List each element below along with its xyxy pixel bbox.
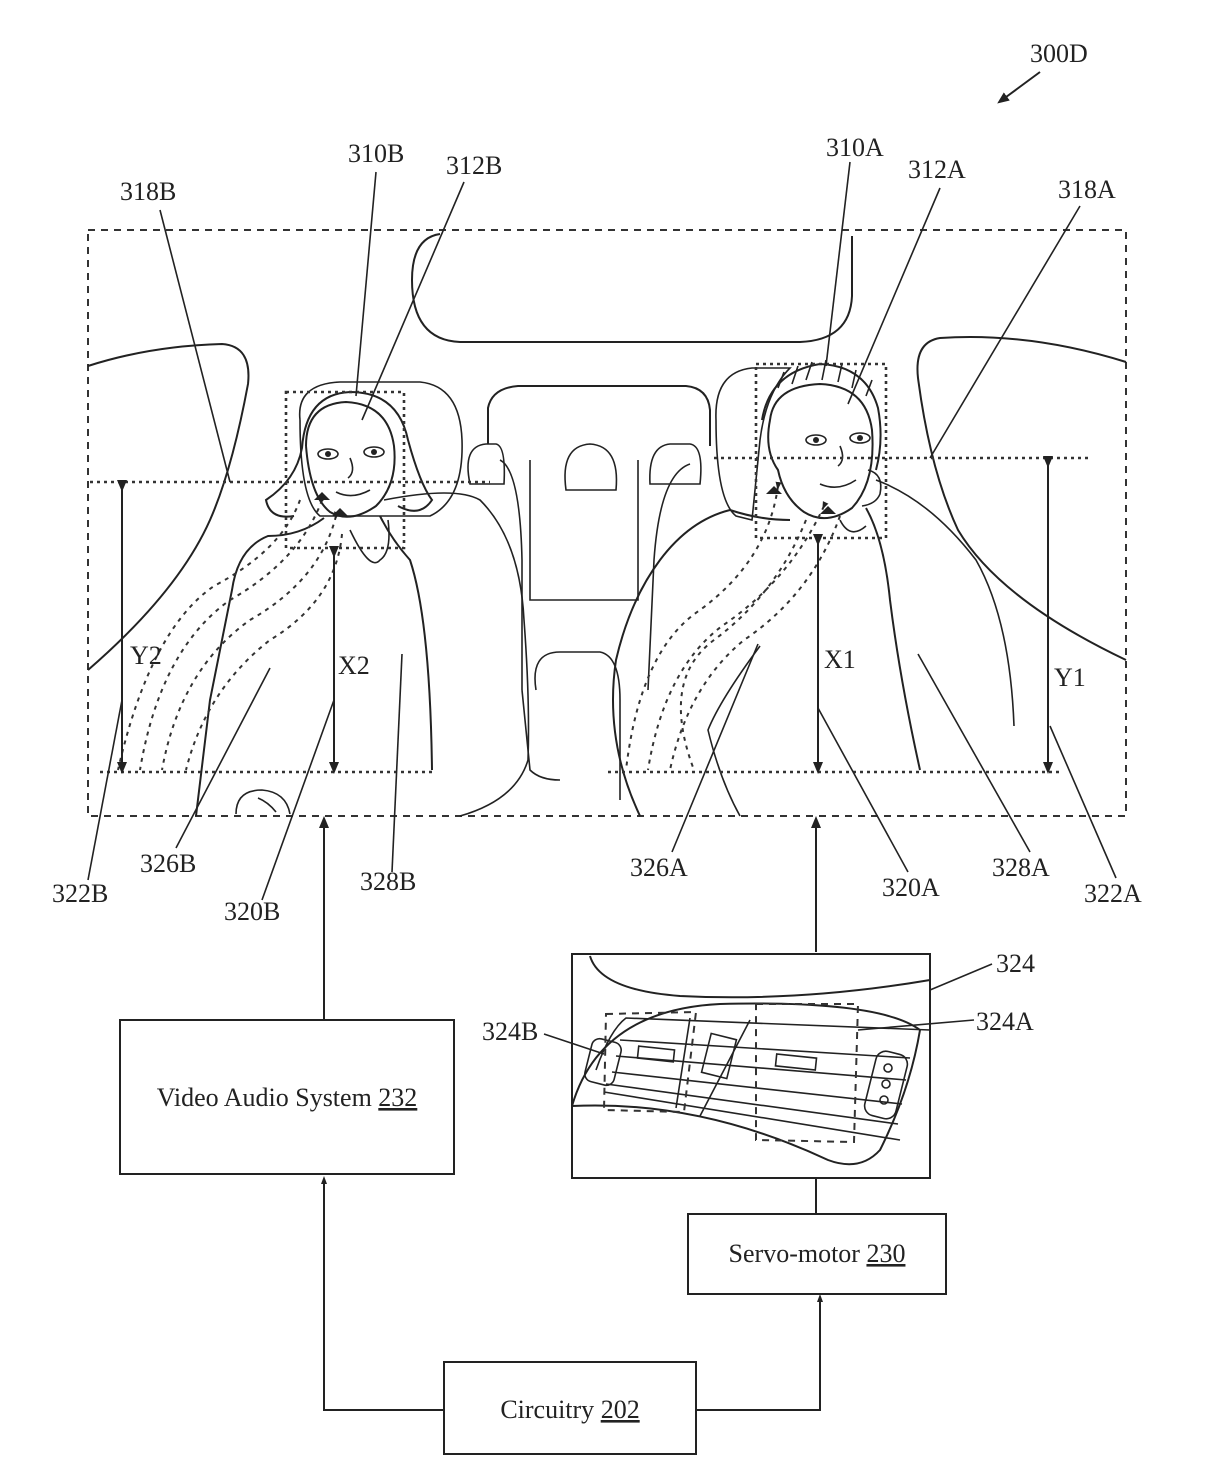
face-box-312b: [284, 390, 406, 550]
occupant-b-eye-left: [317, 448, 339, 460]
leader-318a: [929, 205, 1081, 459]
occupant-a-eye-right: [849, 432, 871, 444]
occupant-b-face: [305, 400, 396, 518]
label-312b: 312B: [446, 151, 502, 180]
video-audio-system-label: Video Audio System 232: [157, 1083, 418, 1112]
rear-headrest-left: [467, 443, 506, 485]
leader-310b: [355, 171, 377, 397]
label-y1: Y1: [1054, 663, 1086, 692]
vehicle-cabin-scene: [87, 161, 1127, 901]
rear-center-seat: [529, 460, 639, 601]
leader-326b: [175, 667, 271, 849]
rear-headrest-right: [649, 443, 702, 485]
label-326b: 326B: [140, 849, 196, 878]
circuitry-to-servo-arrow: [696, 1294, 823, 1411]
occupant-a-headrest: [715, 367, 792, 522]
label-326a: 326A: [630, 853, 688, 882]
rear-seat-back: [487, 385, 711, 446]
rear-center-headrest: [564, 443, 618, 491]
leader-310a: [825, 161, 851, 367]
leader-328a: [917, 653, 1031, 853]
servo-motor-label: Servo-motor 230: [729, 1239, 906, 1268]
leader-312b: [361, 181, 465, 421]
label-y2: Y2: [130, 641, 162, 670]
rear-seat-cushion-right: [647, 463, 691, 691]
label-322b: 322B: [52, 879, 108, 908]
occupant-a: [612, 359, 1015, 817]
servo-motor-block: [687, 1213, 947, 1295]
occupant-a-eye-left: [805, 434, 827, 446]
occupant-b-headrest: [298, 381, 463, 517]
figure-number-label: 300D: [1030, 39, 1088, 68]
leader-312a: [847, 187, 941, 405]
occupant-b-body: [195, 517, 325, 817]
leader-320b: [261, 699, 335, 901]
circuitry-block: [443, 1361, 697, 1455]
right-side-window: [916, 336, 1127, 661]
console: [534, 651, 621, 800]
label-310b: 310B: [348, 139, 404, 168]
label-322a: 322A: [1084, 879, 1142, 908]
label-320a: 320A: [882, 873, 940, 902]
cabin-frame: [87, 229, 1127, 817]
label-320b: 320B: [224, 897, 280, 926]
occupant-b-eye-right: [363, 446, 385, 458]
leader-322a: [1049, 725, 1117, 879]
occupant-a-face: [767, 382, 874, 519]
label-318b: 318B: [120, 177, 176, 206]
label-318a: 318A: [1058, 175, 1116, 204]
label-x1: X1: [824, 645, 856, 674]
circuitry-label: Circuitry 202: [500, 1395, 639, 1424]
occupant-a-body: [612, 508, 791, 817]
leader-324: [929, 963, 993, 991]
leader-320a: [817, 707, 909, 873]
label-324b: 324B: [482, 1017, 538, 1046]
label-324a: 324A: [976, 1007, 1034, 1036]
leader-318b: [159, 209, 231, 483]
leader-324a: [857, 1019, 975, 1031]
leader-324b: [543, 1033, 605, 1055]
label-324: 324: [996, 949, 1035, 978]
label-328a: 328A: [992, 853, 1050, 882]
face-box-312a: [754, 362, 888, 540]
leader-328b: [391, 653, 403, 873]
label-x2: X2: [338, 651, 370, 680]
vent-frame: [571, 953, 931, 1179]
circuitry-to-video-arrow: [321, 1176, 444, 1411]
label-312a: 312A: [908, 155, 966, 184]
figure-reference-arrow: [997, 71, 1041, 104]
left-side-window: [87, 342, 250, 671]
steering-wheel: [235, 789, 291, 815]
airflow-326b: [117, 495, 343, 771]
rear-window: [410, 233, 853, 343]
label-328b: 328B: [360, 867, 416, 896]
occupant-b-hair: [264, 390, 434, 518]
console-edge: [521, 689, 561, 781]
ac-vent-324: [571, 953, 931, 1179]
leader-322b: [87, 699, 123, 881]
airflow-326a: [625, 481, 841, 771]
label-310a: 310A: [826, 133, 884, 162]
video-audio-system-block: [119, 1019, 455, 1175]
occupant-b: [195, 381, 530, 817]
leader-326a: [671, 643, 759, 853]
